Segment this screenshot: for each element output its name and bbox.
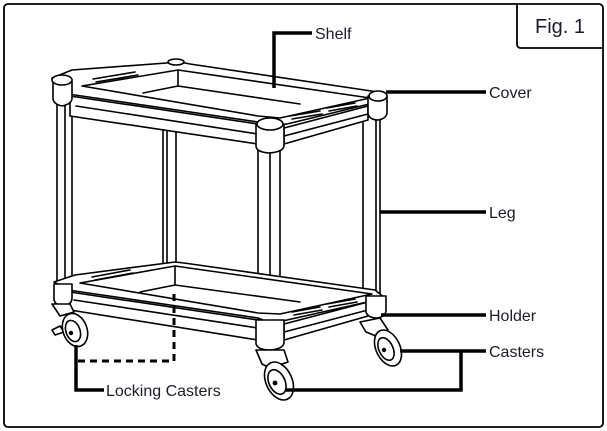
cover-front-right <box>255 123 285 154</box>
callout-locking-casters: Locking Casters <box>74 294 221 400</box>
callout-cover: Cover <box>386 85 532 102</box>
figure-label: Fig. 1 <box>535 16 585 38</box>
top-shelf <box>51 58 388 154</box>
leg-front-left <box>56 103 73 297</box>
cover-front-left <box>52 79 73 107</box>
caster-back-right <box>359 317 403 367</box>
caster-front-left-locking <box>51 303 89 348</box>
figure-label-box: Fig. 1 <box>516 4 603 49</box>
callout-leg: Leg <box>380 205 516 222</box>
callout-label-shelf: Shelf <box>315 26 352 43</box>
bottom-shelf <box>53 261 387 351</box>
holder-front-right <box>255 319 285 351</box>
back-legs <box>162 116 381 297</box>
cart-illustration <box>51 58 403 401</box>
callout-casters: Casters <box>285 344 544 392</box>
callout-label-leg: Leg <box>489 205 516 222</box>
caster-front-right <box>255 349 295 401</box>
callout-label-cover: Cover <box>489 85 532 102</box>
callout-holder: Holder <box>381 308 537 325</box>
callout-label-holder: Holder <box>489 308 537 325</box>
figure-frame <box>3 3 604 428</box>
callout-label-locking-casters: Locking Casters <box>106 383 221 400</box>
callout-label-casters: Casters <box>489 344 544 361</box>
cover-back-right <box>367 95 388 121</box>
callout-shelf: Shelf <box>272 26 352 88</box>
